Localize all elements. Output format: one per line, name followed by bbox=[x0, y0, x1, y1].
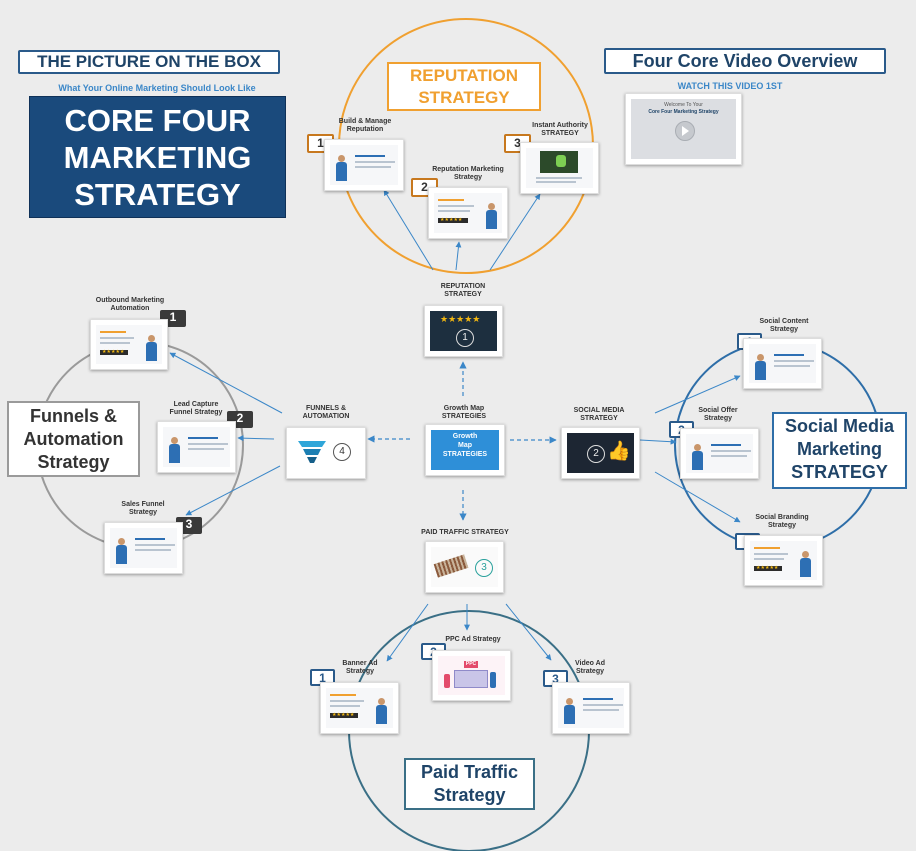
arrow-paid-3 bbox=[505, 603, 552, 661]
funnel-icon bbox=[298, 441, 326, 463]
arrow-soc-1 bbox=[654, 375, 741, 414]
social-hub-card[interactable]: 2 👍 bbox=[561, 427, 640, 479]
play-icon[interactable] bbox=[675, 121, 695, 141]
core-four-banner: CORE FOUR MARKETING STRATEGY bbox=[29, 96, 286, 218]
social-hub-number: 2 bbox=[587, 445, 605, 463]
reputation-title-line1: REPUTATION bbox=[410, 66, 518, 85]
funnels-hub-number: 4 bbox=[333, 443, 351, 461]
funnels-hub-label: FUNNELS &AUTOMATION bbox=[302, 405, 350, 420]
arrow-rep-3 bbox=[489, 193, 541, 271]
soc-item-1-card[interactable] bbox=[743, 338, 822, 389]
paid-hub-number: 3 bbox=[475, 559, 493, 577]
rep-item-3-card[interactable] bbox=[520, 142, 599, 194]
arrow-rep-2 bbox=[455, 241, 462, 271]
fun-item-1-card[interactable]: ★★★★★ bbox=[90, 319, 168, 370]
video-thumbnail[interactable]: Welcome To Your Core Four Marketing Stra… bbox=[625, 93, 742, 165]
rep-item-2-card[interactable]: ★★★★★ bbox=[428, 187, 508, 239]
fun-item-2-card[interactable] bbox=[157, 421, 236, 473]
funnels-hub-card[interactable]: 4 bbox=[286, 427, 366, 479]
arrow-soc-3 bbox=[654, 471, 741, 523]
arrow-fun-3 bbox=[185, 465, 281, 516]
paid-item-2-label: PPC Ad Strategy bbox=[445, 636, 501, 643]
core-four-line2: MARKETING bbox=[63, 140, 252, 175]
reputation-hub-number: 1 bbox=[456, 329, 474, 347]
paid-item-3-card[interactable] bbox=[552, 682, 630, 734]
arrow-soc-2 bbox=[639, 438, 677, 445]
picture-on-box-subtitle: What Your Online Marketing Should Look L… bbox=[58, 83, 256, 93]
rep-item-1-card[interactable] bbox=[324, 139, 404, 191]
arrow-fun-2 bbox=[237, 435, 275, 442]
watch-video-label: WATCH THIS VIDEO 1ST bbox=[677, 81, 783, 91]
paid-hub-card[interactable]: 3 bbox=[425, 541, 504, 593]
fun-item-3-card[interactable] bbox=[104, 522, 183, 574]
ppc-badge: PPC bbox=[464, 661, 478, 668]
video-thumb-line2: Core Four Marketing Strategy bbox=[648, 109, 719, 115]
video-thumb-line1: Welcome To Your bbox=[664, 102, 703, 108]
video-overview-title: Four Core Video Overview bbox=[604, 48, 886, 74]
arrow-fun-1 bbox=[169, 352, 283, 414]
arrow-rep-1 bbox=[383, 189, 434, 271]
crowd-image bbox=[433, 554, 469, 578]
soc-item-2-card[interactable] bbox=[680, 428, 759, 479]
picture-on-box-title: THE PICTURE ON THE BOX bbox=[18, 50, 280, 74]
paid-item-2-card[interactable]: PPC bbox=[432, 650, 511, 701]
arrow-paid-1 bbox=[386, 603, 429, 662]
core-four-line3: STRATEGY bbox=[74, 177, 241, 212]
reputation-title-line2: STRATEGY bbox=[418, 88, 510, 107]
reputation-strategy-title: REPUTATION STRATEGY bbox=[387, 62, 541, 111]
star-rating-icon: ★★★★★ bbox=[440, 314, 481, 324]
paid-item-1-card[interactable]: ★★★★★ bbox=[320, 682, 399, 734]
thumbs-up-icon: 👍 bbox=[607, 441, 631, 462]
core-four-line1: CORE FOUR bbox=[64, 103, 251, 138]
soc-item-3-card[interactable]: ★★★★★ bbox=[744, 535, 823, 586]
paid-hub-label: PAID TRAFFIC STRATEGY bbox=[421, 529, 509, 536]
reputation-hub-card[interactable]: ★★★★★ 1 bbox=[424, 305, 503, 357]
